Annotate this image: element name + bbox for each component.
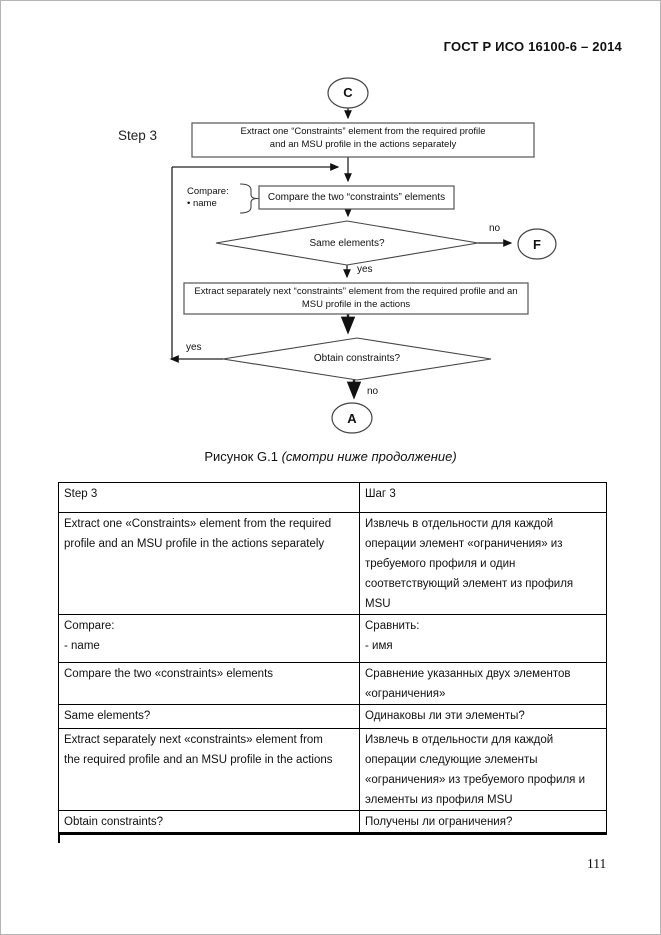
- page-number: 111: [587, 856, 607, 871]
- table-row: Same elements? Одинаковы ли эти элементы…: [58, 704, 607, 729]
- translation-table-wrap: Step 3 Шаг 3 Extract one «Constraints» e…: [58, 482, 607, 843]
- figure-caption: Рисунок G.1 (смотри ниже продолжение): [1, 449, 660, 464]
- brace-icon: [239, 183, 258, 214]
- cell-en-2: Compare: - name: [58, 614, 360, 663]
- table-row: Extract one «Constraints» element from t…: [58, 512, 607, 615]
- flowchart: Step 3 C Extract one “Constraints” eleme…: [1, 1, 660, 471]
- compare-note: Compare: • name: [187, 186, 229, 209]
- cell-en-0: Step 3: [58, 482, 360, 513]
- translation-table: Step 3 Шаг 3 Extract one «Constraints» e…: [58, 482, 607, 835]
- cell-ru-3: Сравнение указанных двух элементов «огра…: [359, 662, 607, 705]
- cell-ru-1: Извлечь в отдельности для каждой операци…: [359, 512, 607, 615]
- table-row: Step 3 Шаг 3: [58, 482, 607, 513]
- flowchart-shapes: [169, 77, 557, 434]
- decision-same-text: Same elements?: [309, 238, 385, 249]
- cell-en-4: Same elements?: [58, 704, 360, 729]
- decision-same-shape: [215, 220, 479, 266]
- process-extract-one-text: Extract one “Constraints” element from t…: [240, 126, 486, 150]
- cell-en-5: Extract separately next «constraints» el…: [58, 728, 360, 811]
- label-yes-obtain: yes: [186, 342, 202, 353]
- cell-ru-0: Шаг 3: [359, 482, 607, 513]
- flow-arrows: [169, 108, 513, 400]
- label-yes-same: yes: [357, 264, 373, 275]
- table-row: Extract separately next «constraints» el…: [58, 728, 607, 811]
- process-extract-next-text: Extract separately next “constraints” el…: [194, 286, 518, 310]
- document-header: ГОСТ Р ИСО 16100-6 – 2014: [443, 39, 622, 54]
- terminal-a-label: A: [347, 411, 357, 426]
- process-extract-one-shape: [191, 122, 535, 158]
- process-extract-next-shape: [183, 282, 529, 315]
- table-row: Compare: - name Сравнить: - имя: [58, 614, 607, 663]
- label-no-same: no: [489, 223, 501, 234]
- cell-en-1: Extract one «Constraints» element from t…: [58, 512, 360, 615]
- decision-obtain-text: Obtain constraints?: [313, 353, 401, 364]
- cell-en-6: Obtain constraints?: [58, 810, 360, 834]
- terminal-c-shape: [327, 77, 369, 109]
- table-row: Obtain constraints? Получены ли ограниче…: [58, 810, 607, 834]
- label-no-obtain: no: [367, 386, 379, 397]
- figure-caption-text: Рисунок G.1: [204, 449, 278, 464]
- cell-ru-5: Извлечь в отдельности для каждой операци…: [359, 728, 607, 811]
- terminal-a-shape: [331, 402, 373, 434]
- step-label: Step 3: [118, 128, 158, 143]
- terminal-f-shape: [517, 228, 557, 260]
- cell-ru-4: Одинаковы ли эти элементы?: [359, 704, 607, 729]
- decision-obtain-shape: [222, 337, 492, 381]
- table-row: Compare the two «constraints» elements С…: [58, 662, 607, 705]
- figure-caption-note: (смотри ниже продолжение): [281, 449, 457, 464]
- terminal-f-label: F: [533, 237, 541, 252]
- cell-en-3: Compare the two «constraints» elements: [58, 662, 360, 705]
- cell-ru-2: Сравнить: - имя: [359, 614, 607, 663]
- process-compare-text: Compare the two “constraints” elements: [267, 192, 446, 203]
- cell-ru-6: Получены ли ограничения?: [359, 810, 607, 834]
- process-compare-shape: [258, 185, 455, 210]
- terminal-c-label: C: [343, 85, 353, 100]
